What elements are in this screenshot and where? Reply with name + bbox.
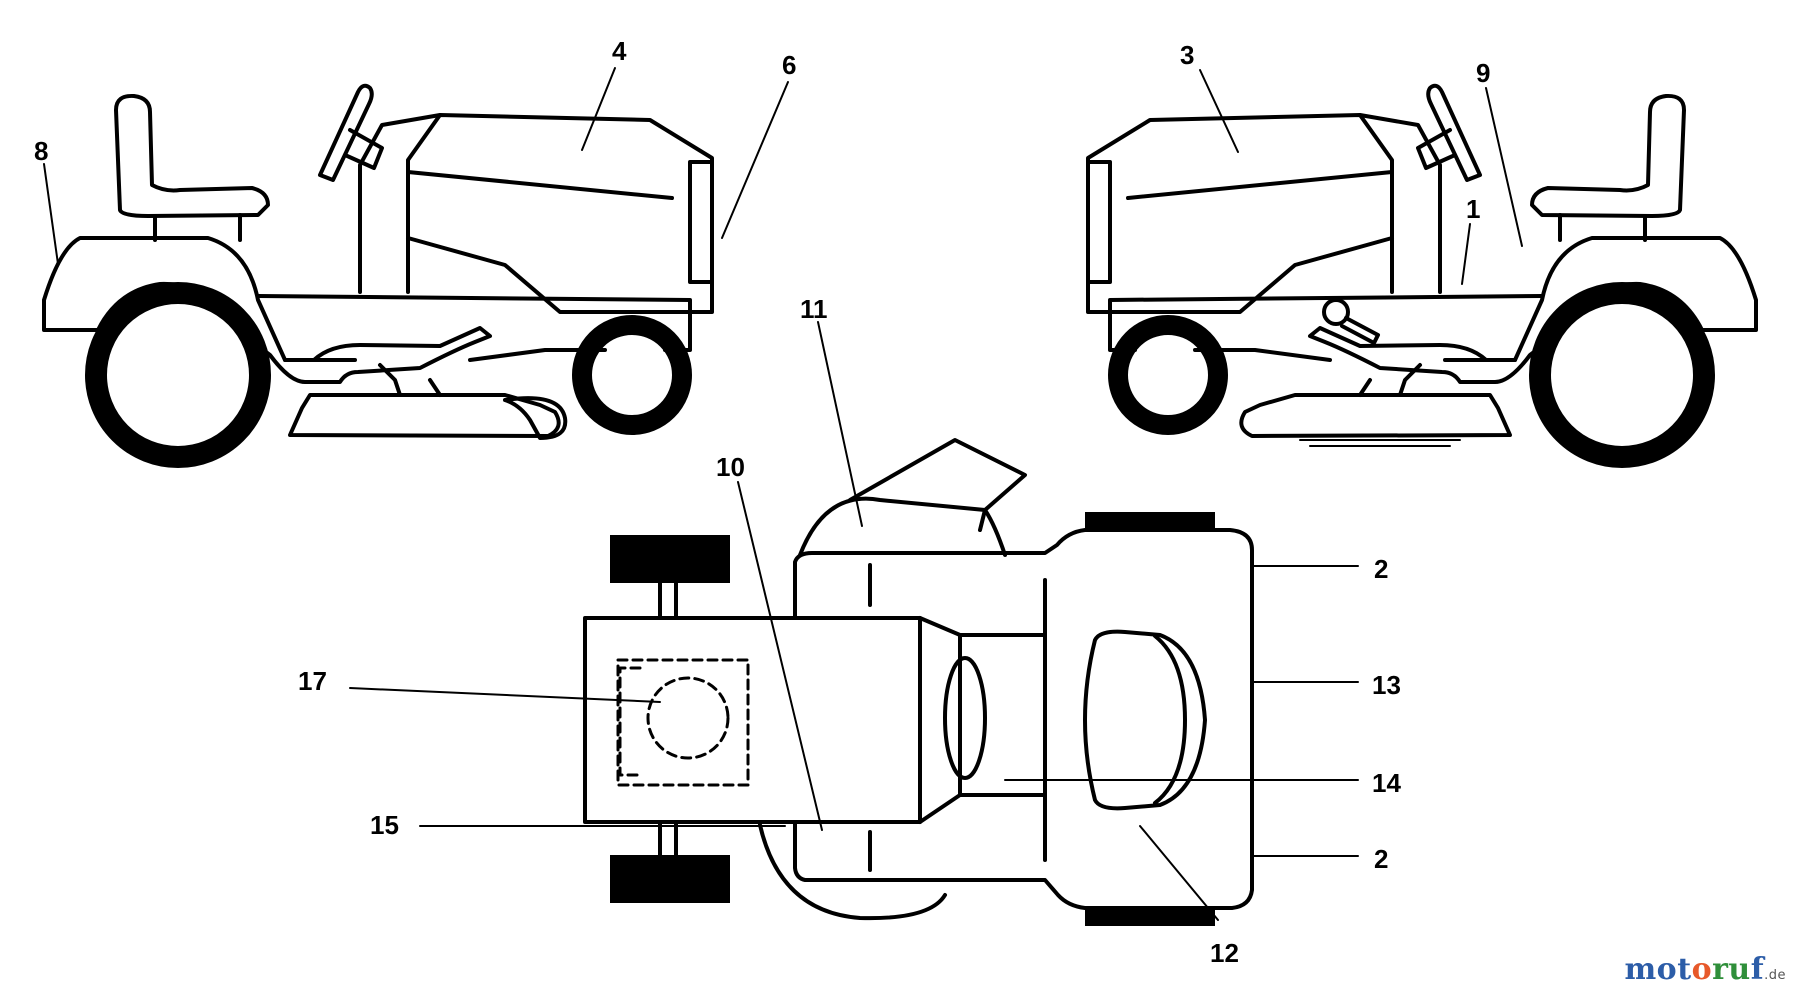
callout-4: 4 [612,36,627,66]
deck-chute-left [503,396,568,440]
seat-right [1530,93,1686,218]
deck-right [1239,393,1512,438]
rear-axle-top [658,581,678,857]
front-tire-top-lower [1085,908,1215,926]
hood-line-right [1126,170,1394,200]
leader-9 [1485,87,1523,247]
leader-8 [43,163,59,265]
dash-left [358,113,442,294]
steering-column-right [1416,128,1457,170]
pedal-right [1358,363,1422,397]
fuel-cap-top [646,676,730,760]
leader-1 [1461,223,1471,285]
frame-right [1108,294,1544,362]
callout-9: 9 [1476,58,1490,88]
callout-8: 8 [34,136,48,166]
discharge-chute-top [848,438,1027,532]
frame-left [256,294,692,362]
engine-hood-curve [1153,634,1187,805]
callout-6: 6 [782,50,796,80]
front-wheel-right [1108,315,1228,435]
callout-2b: 2 [1374,844,1388,874]
deck-left [288,393,561,438]
fuel-tank-inner [618,666,642,777]
hood-taper-top [918,616,962,824]
grille-right [1086,160,1112,284]
callout-14: 14 [1372,768,1401,798]
mower-right-side-view [1086,83,1758,468]
hood-line-left [406,170,674,200]
mower-top-view [583,438,1254,926]
callout-1: 1 [1466,194,1480,224]
rear-wheel-right [1529,282,1715,468]
callout-2a: 2 [1374,554,1388,584]
callout-17: 17 [298,666,327,696]
ignition-key-right [1322,298,1350,326]
fuel-tank-top [616,658,750,787]
callout-11: 11 [800,294,828,324]
deck-skirt-right [1299,439,1461,447]
leader-4 [581,67,616,151]
leader-3 [1199,69,1239,153]
steering-wheel-right [1426,83,1482,182]
callout-labels: 8 4 6 3 9 1 11 10 17 15 2 13 14 2 12 [34,36,1490,968]
steering-wheel-left [318,83,374,182]
grille-left [688,160,714,284]
callout-3: 3 [1180,40,1194,70]
leader-10 [737,481,823,831]
steering-column-left [343,128,384,170]
pedal-left [378,363,442,397]
engine-hood-top [1083,629,1207,811]
front-tire-top-upper [1085,512,1215,530]
hood-left [406,113,714,314]
key-handle-right [1340,316,1380,345]
leader-11 [817,321,863,527]
callout-12: 12 [1210,938,1239,968]
hood-body-top [958,633,1047,797]
callout-15: 15 [370,810,399,840]
dash-right [1358,113,1442,294]
leader-6 [721,81,789,239]
leader-lines [43,67,1523,921]
leader-12 [1139,825,1219,921]
deck-top-outline-lower [758,823,947,921]
hood-right [1086,113,1394,314]
rear-body-top [583,616,922,824]
front-wheel-left [572,315,692,435]
rear-wheel-left [85,282,271,468]
callout-10: 10 [716,452,745,482]
rear-wheel-top-upper [610,535,730,583]
rear-wheel-top-lower [610,855,730,903]
steering-wheel-top [943,656,987,780]
deck-top-outline-upper [798,496,1007,557]
callout-13: 13 [1372,670,1401,700]
seat-left [114,93,270,218]
watermark-logo: motoruf.de [1624,952,1786,987]
chassis-top [793,528,1254,910]
mower-left-side-view [42,83,714,468]
leader-17 [349,687,661,703]
